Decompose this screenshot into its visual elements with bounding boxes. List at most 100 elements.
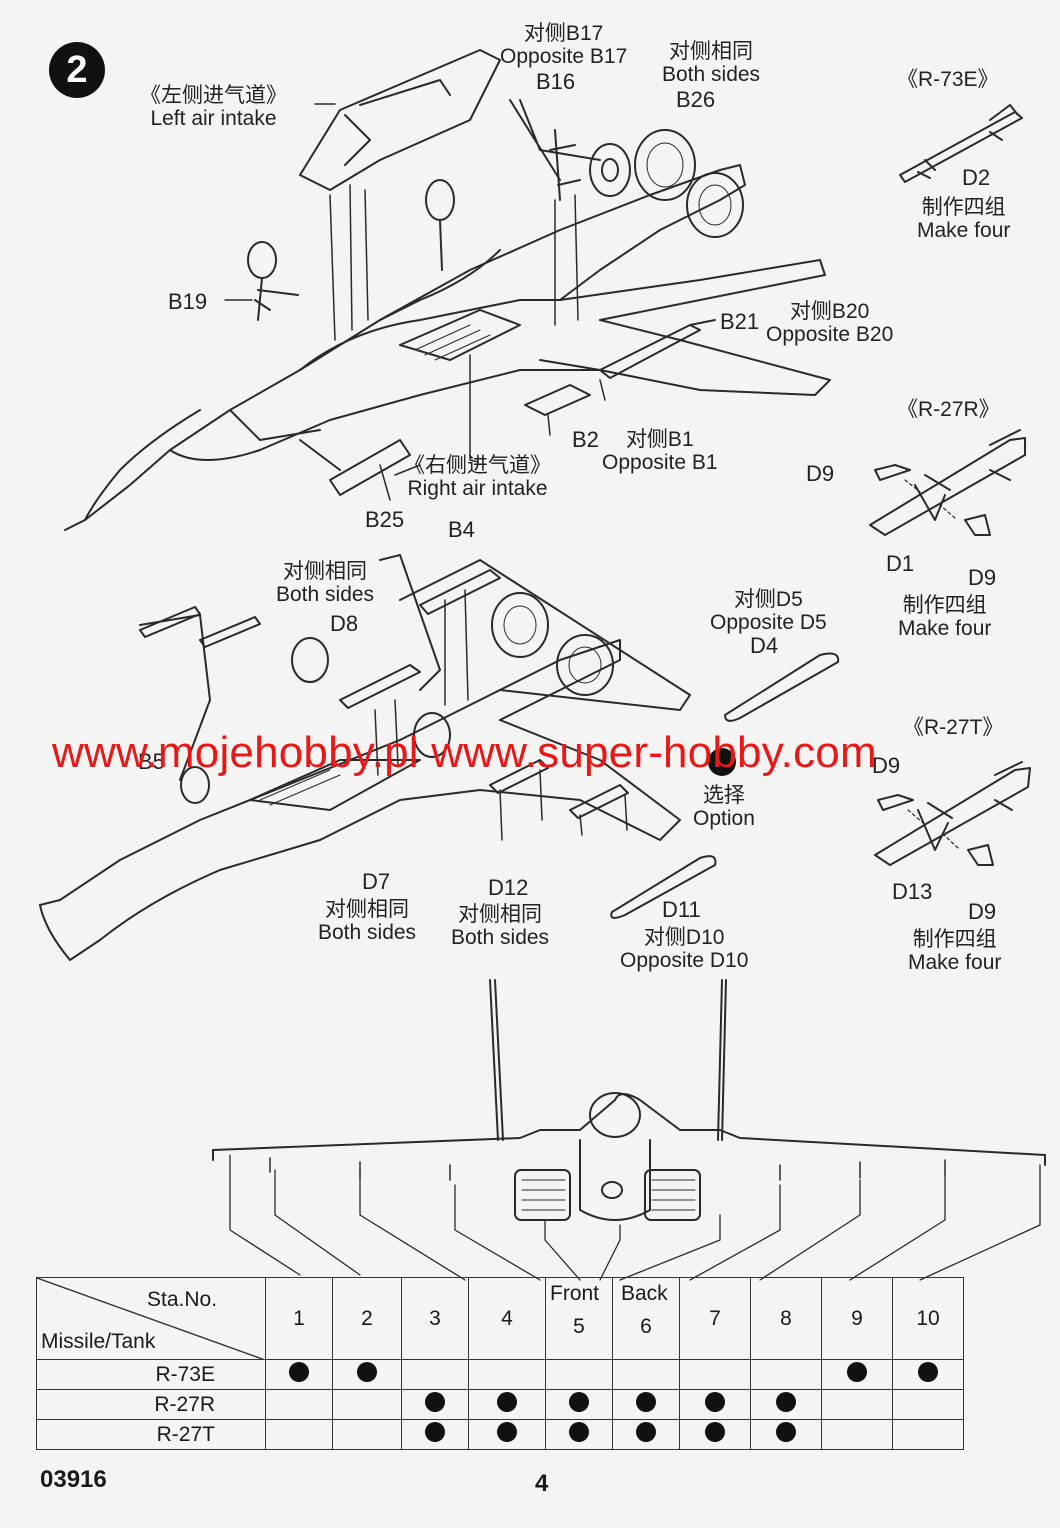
station-cell xyxy=(892,1359,964,1390)
r73e-title: 《R-73E》 xyxy=(897,68,999,91)
row-missile-name: R-27T xyxy=(36,1419,266,1450)
front-view-drawing xyxy=(212,979,1046,1281)
station-cell xyxy=(750,1419,822,1450)
part-d12-label: D12 xyxy=(488,875,529,900)
part-b25-label: B25 xyxy=(365,507,405,532)
load-mark-dot xyxy=(289,1361,309,1382)
r27r-missile-drawing xyxy=(869,429,1026,536)
load-mark-dot xyxy=(357,1361,377,1382)
station-cell xyxy=(821,1359,893,1390)
r73e-missile-drawing xyxy=(899,104,1023,183)
station-cell xyxy=(401,1389,469,1420)
part-d8-label: D8 xyxy=(330,611,359,636)
row-missile-name: R-73E xyxy=(36,1359,266,1390)
station-cell xyxy=(468,1359,546,1390)
header-diagonal-line xyxy=(37,1278,265,1360)
station-cell xyxy=(679,1389,751,1420)
station-cell xyxy=(332,1389,402,1420)
station-cell xyxy=(821,1419,893,1450)
station-cell xyxy=(679,1359,751,1390)
station-header-back: Back 6 xyxy=(612,1277,680,1360)
station-cell xyxy=(468,1419,546,1450)
part-b4-label: B4 xyxy=(448,517,475,542)
station-cell xyxy=(265,1389,333,1420)
station-cell xyxy=(612,1389,680,1420)
top-aircraft-drawing xyxy=(64,49,831,531)
station-cell xyxy=(545,1359,613,1390)
part-b5-label: B5 xyxy=(138,749,165,774)
station-cell xyxy=(892,1419,964,1450)
row-missile-name: R-27R xyxy=(36,1389,266,1420)
load-mark-dot xyxy=(569,1421,589,1442)
back-label: Back xyxy=(621,1282,668,1305)
product-code: 03916 xyxy=(40,1466,107,1493)
part-d2-label: D2 xyxy=(962,165,991,190)
station-cell xyxy=(545,1419,613,1450)
r27t-title: 《R-27T》 xyxy=(903,716,1004,739)
part-d1-label: D1 xyxy=(886,551,915,576)
load-mark-dot xyxy=(636,1421,656,1442)
part-d7-label: D7 xyxy=(362,869,391,894)
station-header: 7 xyxy=(679,1277,751,1360)
station-header: 1 xyxy=(265,1277,333,1360)
load-mark-dot xyxy=(569,1391,589,1412)
station-header: 2 xyxy=(332,1277,402,1360)
load-mark-dot xyxy=(918,1361,938,1382)
station-cell xyxy=(892,1389,964,1420)
station-cell xyxy=(821,1389,893,1420)
missile-tank-label: Missile/Tank xyxy=(41,1330,156,1353)
watermark-text: www.mojehobby.pl www.super-hobby.com xyxy=(52,728,877,777)
station-cell xyxy=(545,1389,613,1420)
load-mark-dot xyxy=(497,1421,517,1442)
part-b19-label: B19 xyxy=(168,289,208,314)
station-cell xyxy=(332,1359,402,1390)
station-cell xyxy=(612,1359,680,1390)
part-d9-label-d: D9 xyxy=(968,899,997,924)
load-mark-dot xyxy=(705,1421,725,1442)
page-number: 4 xyxy=(535,1470,549,1497)
part-b21-label: B21 xyxy=(720,309,760,334)
station-cell xyxy=(332,1419,402,1450)
station-header: 3 xyxy=(401,1277,469,1360)
table-row: R-27R xyxy=(36,1389,964,1420)
station-header: 9 xyxy=(821,1277,893,1360)
r27t-missile-drawing xyxy=(874,761,1031,866)
sta-no-label: Sta.No. xyxy=(147,1288,218,1311)
step-number-badge: 2 xyxy=(49,42,105,98)
part-d4-label: D4 xyxy=(750,633,779,658)
part-d13-label: D13 xyxy=(892,879,933,904)
table-row: R-27T xyxy=(36,1419,964,1450)
load-mark-dot xyxy=(425,1391,445,1412)
load-mark-dot xyxy=(636,1391,656,1412)
part-b26-label: B26 xyxy=(676,87,716,112)
front-label: Front xyxy=(550,1282,600,1305)
part-b16-label: B16 xyxy=(536,69,576,94)
station-cell xyxy=(401,1419,469,1450)
station-table: Sta.No. Missile/Tank 1 2 3 4 Front 5 Bac… xyxy=(36,1277,964,1450)
part-d9-label-a: D9 xyxy=(806,461,835,486)
station-cell xyxy=(468,1389,546,1420)
part-b2-label: B2 xyxy=(572,427,599,452)
station-cell xyxy=(612,1419,680,1450)
part-d9-label-b: D9 xyxy=(968,565,997,590)
load-mark-dot xyxy=(847,1361,867,1382)
station-cell xyxy=(750,1359,822,1390)
station-cell xyxy=(265,1359,333,1390)
station-header: 10 xyxy=(892,1277,964,1360)
station-cell xyxy=(265,1419,333,1450)
station-cell xyxy=(401,1359,469,1390)
